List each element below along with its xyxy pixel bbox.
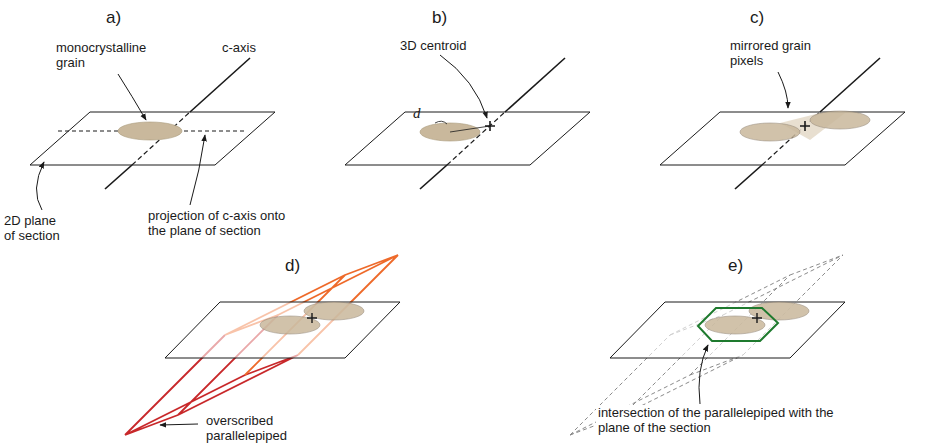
- projection-label: projection of c-axis onto the plane of s…: [148, 208, 298, 238]
- axis-label: c-axis: [222, 40, 256, 55]
- plane-label: 2D plane of section: [4, 213, 70, 243]
- panel-b: [345, 55, 590, 189]
- centroid-label: 3D centroid: [400, 38, 466, 53]
- panel-letter: a): [106, 8, 121, 28]
- panel-d: [125, 255, 400, 435]
- panel-letter: b): [432, 8, 447, 28]
- panel-letter: d): [285, 256, 300, 276]
- panel-letter: c): [750, 8, 764, 28]
- grain-label: monocrystalline grain: [56, 40, 174, 70]
- parallelepiped-label: overscribed parallelepiped: [204, 413, 310, 443]
- distance-symbol: d: [413, 106, 421, 121]
- panel-letter: e): [728, 256, 743, 276]
- panel-c: [660, 58, 905, 189]
- panel-a: [30, 58, 275, 210]
- mirrored-label: mirrored grain pixels: [730, 38, 822, 68]
- intersection-label: intersection of the parallelepiped with …: [596, 405, 862, 435]
